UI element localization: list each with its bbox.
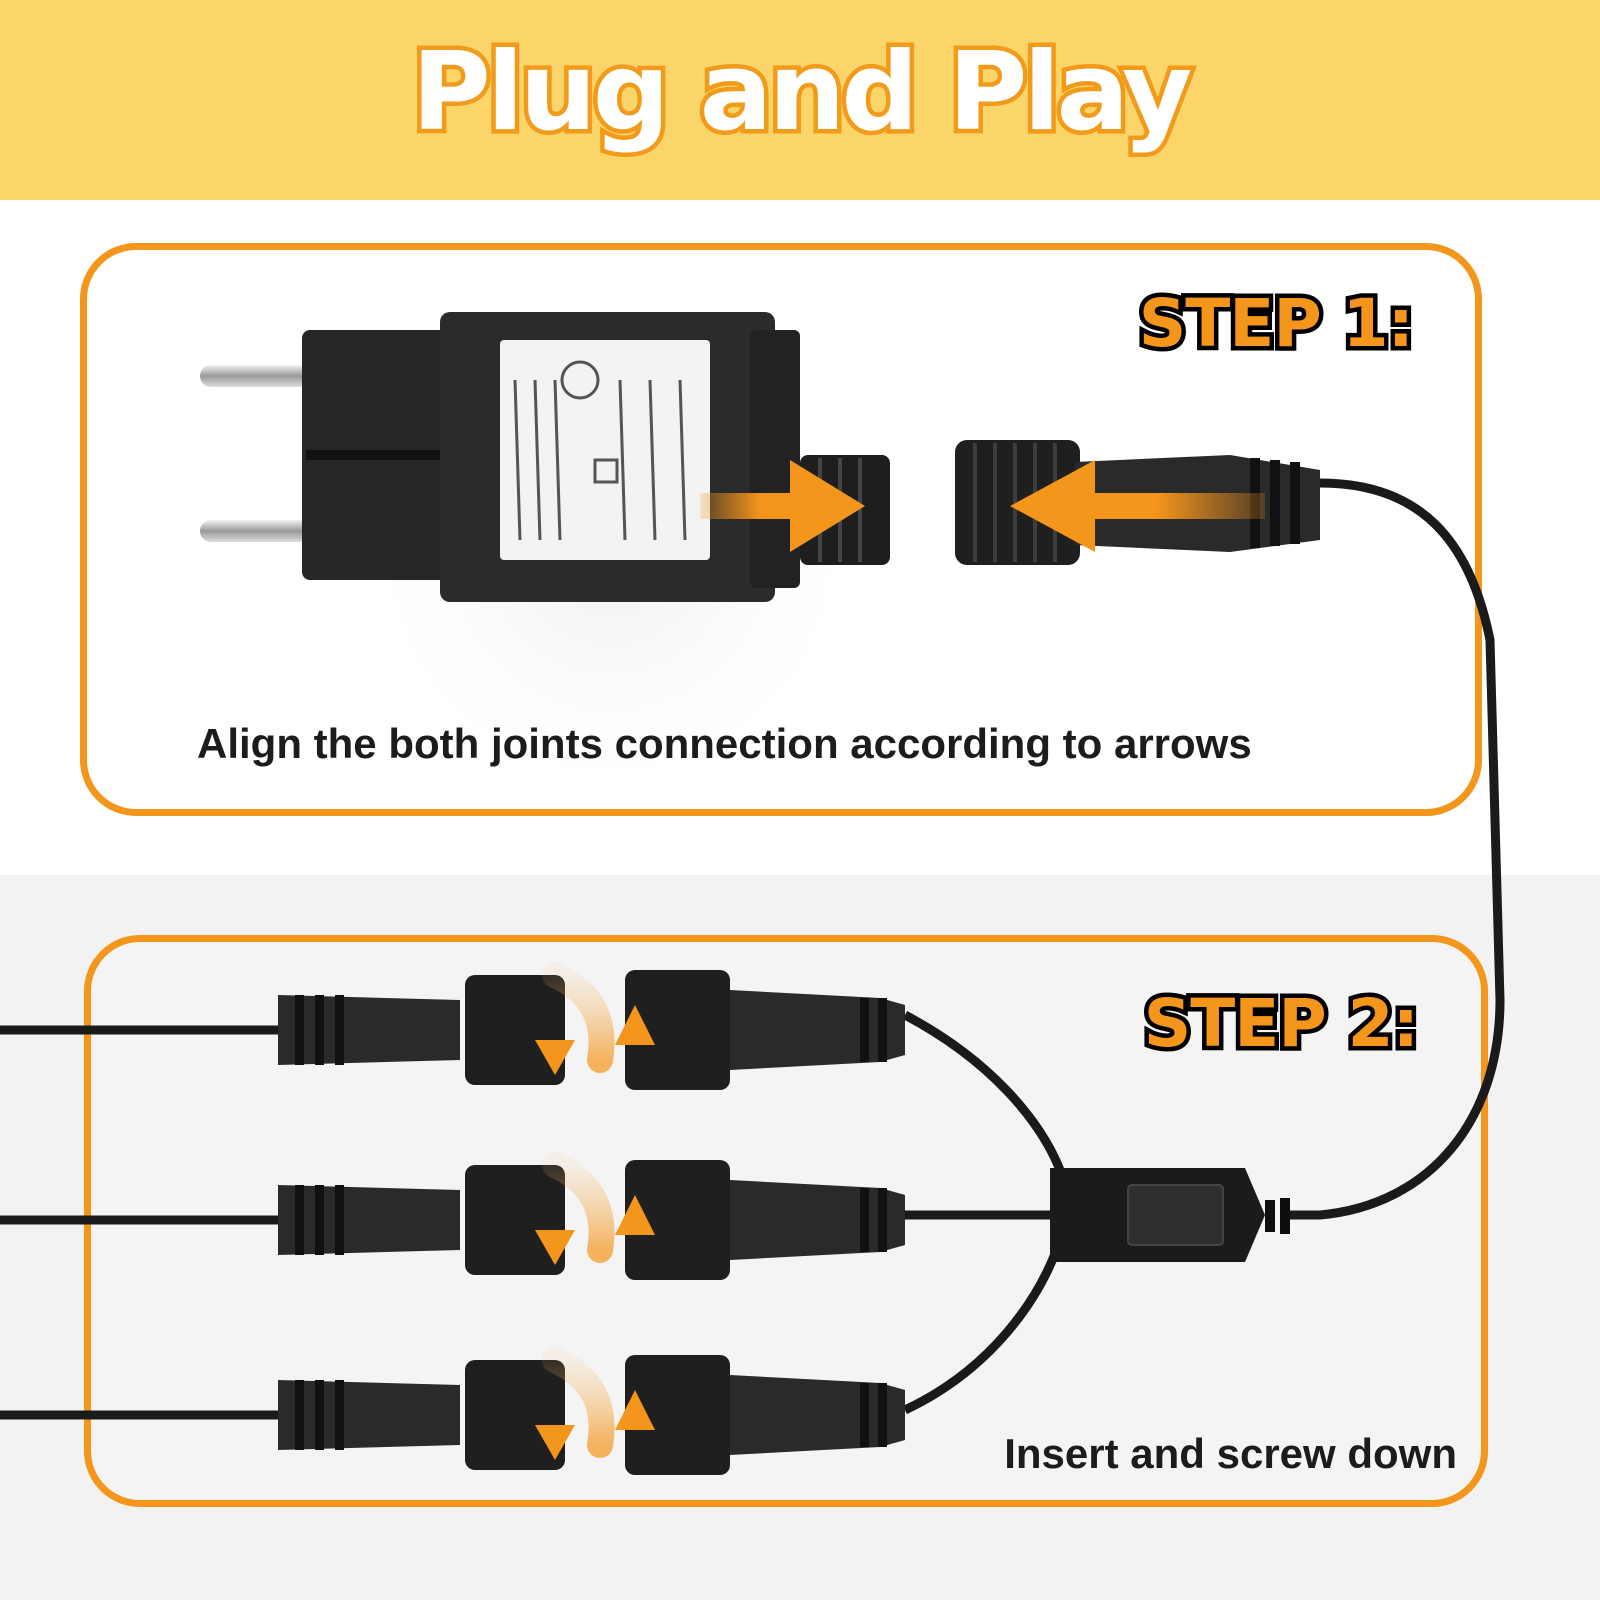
power-adapter (200, 312, 890, 602)
align-arrow-left (1010, 460, 1265, 552)
main-cable (1290, 478, 1505, 1220)
step-2-label: STEP 2: (1139, 981, 1423, 1067)
step-2-caption: Insert and screw down (1004, 1430, 1457, 1477)
step-1-caption: Align the both joints connection accordi… (197, 720, 1252, 767)
align-arrow-right (700, 460, 865, 552)
adapter-label (500, 340, 710, 560)
adapter-pin-top (200, 365, 310, 387)
step-1-label: STEP 1: (1134, 281, 1418, 367)
adapter-pin-bottom (200, 520, 310, 542)
connector-pair-3 (0, 1347, 905, 1475)
connector-pair-1 (0, 962, 905, 1090)
connector-pair-2 (0, 1152, 905, 1280)
cable-splitter (902, 1011, 1290, 1415)
page-title: Plug and Play (407, 26, 1197, 160)
header-banner (0, 0, 1600, 200)
